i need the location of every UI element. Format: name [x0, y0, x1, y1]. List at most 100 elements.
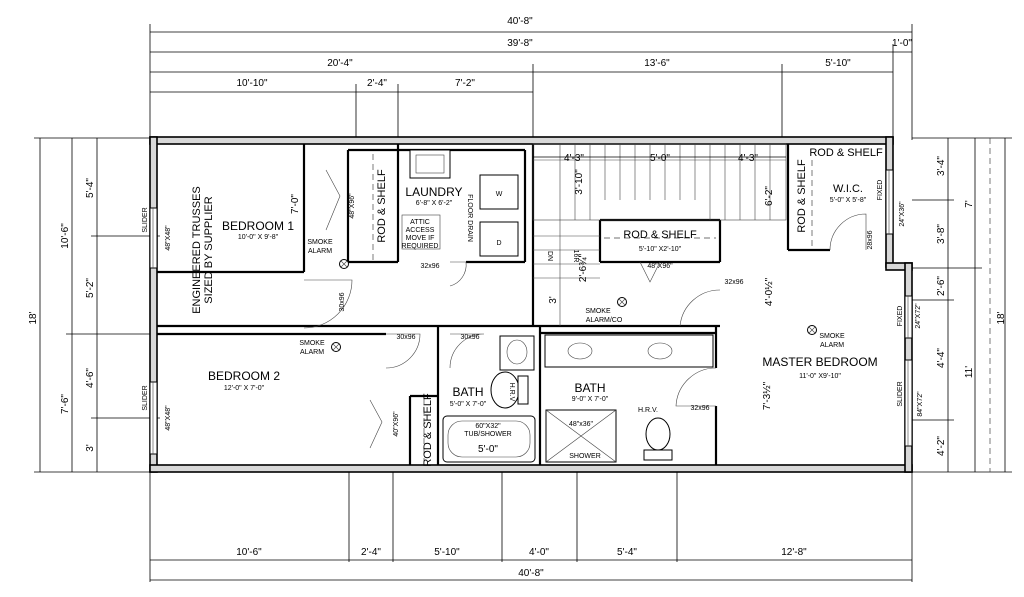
- dryer: [479, 221, 519, 257]
- laundry-sink: [409, 149, 451, 179]
- dim-right-inner-d: 4'-4": [936, 348, 947, 368]
- dim-right-mid-b: 11': [964, 366, 975, 378]
- window-size: 48"X48": [165, 405, 172, 431]
- fixed-label: FIXED: [897, 306, 904, 327]
- dim-right-inner-a: 3'-4": [936, 156, 947, 176]
- toilet-bath2: [645, 417, 671, 451]
- right-dimensions: 18' 7' 11' 3'-4" 3'-8" 2'-6" 4'-4" 4'-2": [912, 137, 1012, 473]
- dim-top-inner: 39'-8": [507, 38, 533, 49]
- door-size: 32x96: [690, 405, 709, 412]
- dim-left-inner-b: 5'-2": [85, 278, 96, 298]
- attic-hatch: [401, 214, 441, 250]
- tub: [442, 415, 536, 463]
- dim-left-mid-b: 7'-6": [60, 394, 71, 414]
- dim-bottom-b: 2'-4": [361, 547, 381, 558]
- hrv-label: H.R.V: [508, 383, 515, 402]
- rod-shelf-label: ROD & SHELF: [422, 393, 434, 467]
- rod-shelf-label: ROD & SHELF: [796, 159, 808, 233]
- room-laundry: LAUNDRY: [405, 185, 462, 199]
- smoke-alarm-label: ALARM: [308, 248, 332, 255]
- doors: [303, 169, 867, 449]
- door-size: 32x96: [724, 279, 743, 286]
- dryer-label: D: [496, 240, 501, 247]
- dim-stair-e: 6'-2": [764, 186, 775, 206]
- room-bath2-size: 9'-0" X 7'-0": [572, 396, 609, 403]
- shower-label: SHOWER: [569, 453, 601, 460]
- room-bedroom1: BEDROOM 1: [222, 219, 294, 233]
- window-size: 24"X72": [915, 303, 922, 329]
- dim-top-row4-a: 10'-10": [236, 78, 267, 89]
- room-labels: BEDROOM 1 10'-0" X 9'-8" BEDROOM 2 12'-0…: [191, 183, 878, 408]
- trusses-note-1: ENGINEERED TRUSSES: [191, 186, 203, 314]
- smoke-alarm-label: SMOKE: [299, 340, 325, 347]
- hrv-label: H.R.V.: [638, 407, 658, 414]
- rod-shelf-label: ROD & SHELF: [376, 169, 388, 243]
- door-size: 30x96: [460, 334, 479, 341]
- dim-interior-b: 3': [548, 296, 559, 304]
- door-size: 30x96: [339, 292, 346, 311]
- dim-interior-f: 5'-0": [478, 444, 498, 455]
- room-bath1-size: 5'-0" X 7'-0": [450, 401, 487, 408]
- closet-door-size: 40"X96": [393, 411, 400, 437]
- room-wic-size: 5'-0" X 5'-8": [830, 197, 867, 204]
- washer-label: W: [496, 191, 503, 198]
- smoke-alarm-icon: [331, 342, 341, 352]
- door-size: 30x96: [396, 334, 415, 341]
- room-wic: W.I.C.: [833, 183, 863, 195]
- room-master-size: 11'-0" X9'-10": [799, 373, 841, 380]
- dim-top-row4-c: 7'-2": [455, 78, 475, 89]
- room-bath2: BATH: [574, 381, 605, 395]
- smoke-alarm-co-label: SMOKE: [585, 308, 611, 315]
- dim-bottom-a: 10'-6": [236, 547, 262, 558]
- shower-size-label: 48"x36": [569, 421, 594, 428]
- window-size: 84"X72": [917, 391, 924, 417]
- window-size: 24"X36": [899, 201, 906, 227]
- smoke-alarm-co-label: ALARM/CO: [586, 317, 623, 324]
- fixed-label: FIXED: [877, 180, 884, 201]
- washer: [479, 174, 519, 210]
- room-bath1: BATH: [452, 385, 483, 399]
- opening-labels: 32x96 30x96 30x96 30x96 32x96 32x96 28x9…: [165, 193, 924, 437]
- dim-bottom-c: 5'-10": [434, 547, 460, 558]
- dim-left-mid-a: 10'-6": [60, 223, 71, 249]
- smoke-alarm-co-icon: [617, 297, 627, 307]
- smoke-alarm-label: ALARM: [300, 349, 324, 356]
- bottom-dimensions: 10'-6" 2'-4" 5'-10" 4'-0" 5'-4" 12'-8" 4…: [149, 472, 913, 582]
- smoke-alarm-label: ALARM: [820, 342, 844, 349]
- fixtures: [372, 149, 813, 463]
- dim-right-inner-b: 3'-8": [936, 224, 947, 244]
- room-master: MASTER BEDROOM: [762, 355, 877, 369]
- dim-right-inner-c: 2'-6": [936, 276, 947, 296]
- interior-dimensions: 4'-3" 5'-0" 4'-3" 3'-10" 6'-2" 7'-0" 3' …: [290, 153, 786, 455]
- dim-top-right-small: 1'-0": [892, 38, 912, 49]
- attic-label: ATTIC: [410, 219, 430, 226]
- slider-label: SLIDER: [142, 385, 149, 410]
- floor-drain-label: FLOOR DRAIN: [466, 194, 473, 242]
- closet-door-size: 48"X96": [647, 263, 673, 270]
- vanity-bath2: [544, 334, 714, 368]
- door-size: 28x96: [867, 230, 874, 249]
- left-dimensions: 18' 10'-6" 7'-6" 5'-4" 5'-2" 4'-6" 3': [28, 137, 160, 473]
- closet-door-size: 48"X96": [349, 193, 356, 219]
- dim-stair-c: 4'-3": [738, 153, 758, 164]
- window-size: 48"X48": [165, 225, 172, 251]
- dim-interior-d: 7'-3½": [762, 381, 773, 410]
- dim-interior-e: 2'-6¾": [578, 253, 589, 282]
- rod-shelf-label: ROD & SHELF: [623, 229, 697, 241]
- smoke-alarms: [331, 259, 817, 352]
- slider-label: SLIDER: [142, 207, 149, 232]
- dim-interior-c: 4'-0½": [764, 277, 775, 306]
- room-laundry-size: 6'-8" X 6'-2": [416, 200, 453, 207]
- misc-labels: ROD & SHELF ROD & SHELF 5'-10" X2'-10" R…: [142, 147, 904, 467]
- dim-left-inner-d: 3': [85, 444, 96, 452]
- dim-right-mid-a: 7': [964, 200, 975, 208]
- slider-label: SLIDER: [897, 381, 904, 406]
- dim-stair-b: 5'-0": [650, 153, 670, 164]
- attic-label: ACCESS: [406, 227, 435, 234]
- dim-bottom-f: 12'-8": [781, 547, 807, 558]
- smoke-alarm-label: SMOKE: [307, 239, 333, 246]
- dim-top-row3-c: 5'-10": [825, 58, 851, 69]
- room-bedroom1-size: 10'-0" X 9'-8": [238, 234, 279, 241]
- rod-shelf-label: ROD & SHELF: [809, 147, 883, 159]
- smoke-alarm-icon: [807, 325, 817, 335]
